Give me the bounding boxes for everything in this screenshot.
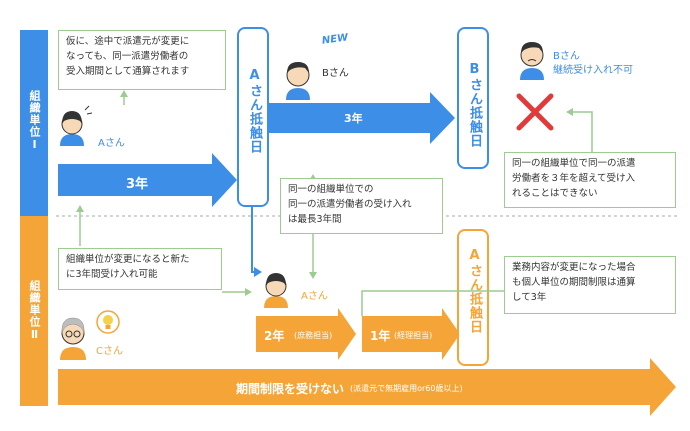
person-b-right-icon — [520, 42, 544, 80]
b-period-arrow — [268, 92, 455, 144]
seg2-arrow — [362, 308, 460, 360]
person-c-label: Cさん — [96, 346, 123, 357]
b-period-label: 3年 — [344, 112, 363, 125]
note-top-left: 仮に、途中で派遣元が変更に なっても、同一派遣労働者の 受入期間として通算されま… — [58, 30, 226, 90]
lightbulb-icon — [96, 310, 120, 334]
sidebar-group1 — [20, 30, 48, 216]
person-b-right-status: 継続受け入れ不可 — [553, 65, 633, 76]
note-left-bottom: 組織単位が変更になると新た に3年間受け入れ可能 — [58, 248, 222, 290]
person-c-icon — [60, 317, 86, 360]
person-b-right-name: Bさん — [553, 51, 580, 62]
seg1-sub: (庶務担当) — [294, 331, 333, 340]
person-a-top-icon — [60, 105, 93, 146]
person-a-top-label: Aさん — [98, 138, 125, 149]
seg1-num: 2年 — [264, 329, 285, 343]
a-period-label: 3年 — [126, 177, 149, 192]
c-sub-label: (派遣元で無期雇用or60歳以上) — [350, 384, 463, 393]
a-transfer-head — [254, 267, 262, 277]
prohibited-x-icon — [516, 93, 554, 131]
a-contact-box-bottom — [457, 229, 489, 366]
seg2-sub: (経理担当) — [394, 331, 433, 340]
a-contact-top-label: Aさん抵触日 — [247, 68, 262, 154]
c-main-label: 期間制限を受けない — [236, 382, 345, 396]
sidebar-group2 — [20, 216, 48, 406]
person-b-top-label: Bさん — [322, 68, 349, 79]
person-a-bottom-label: Aさん — [301, 291, 328, 302]
seg2-num: 1年 — [370, 329, 391, 343]
c-unlimited-arrow — [58, 358, 676, 416]
a-period-arrow — [58, 153, 237, 207]
a-contact-bottom-label: Aさん抵触日 — [467, 248, 482, 334]
note-middle-center: 同一の組織単位での 同一の派遣労働者の受け入れ は最長3年間 — [280, 178, 443, 234]
seg1-arrow — [256, 308, 356, 360]
b-contact-box — [457, 27, 489, 169]
person-b-top-icon — [286, 62, 310, 100]
sidebar-group1-label: 組織単位Ⅰ — [28, 90, 41, 152]
note-right-bottom: 業務内容が変更になった場合 も個人単位の期間制限は通算 して3年 — [504, 256, 676, 314]
sidebar-group2-label: 組織単位Ⅱ — [28, 280, 41, 342]
b-contact-label: Bさん抵触日 — [467, 62, 482, 148]
note-right-top: 同一の組織単位で同一の派遣 労働者を３年を超えて受け入 れることはできない — [504, 152, 676, 208]
person-a-bottom-icon — [264, 273, 288, 308]
